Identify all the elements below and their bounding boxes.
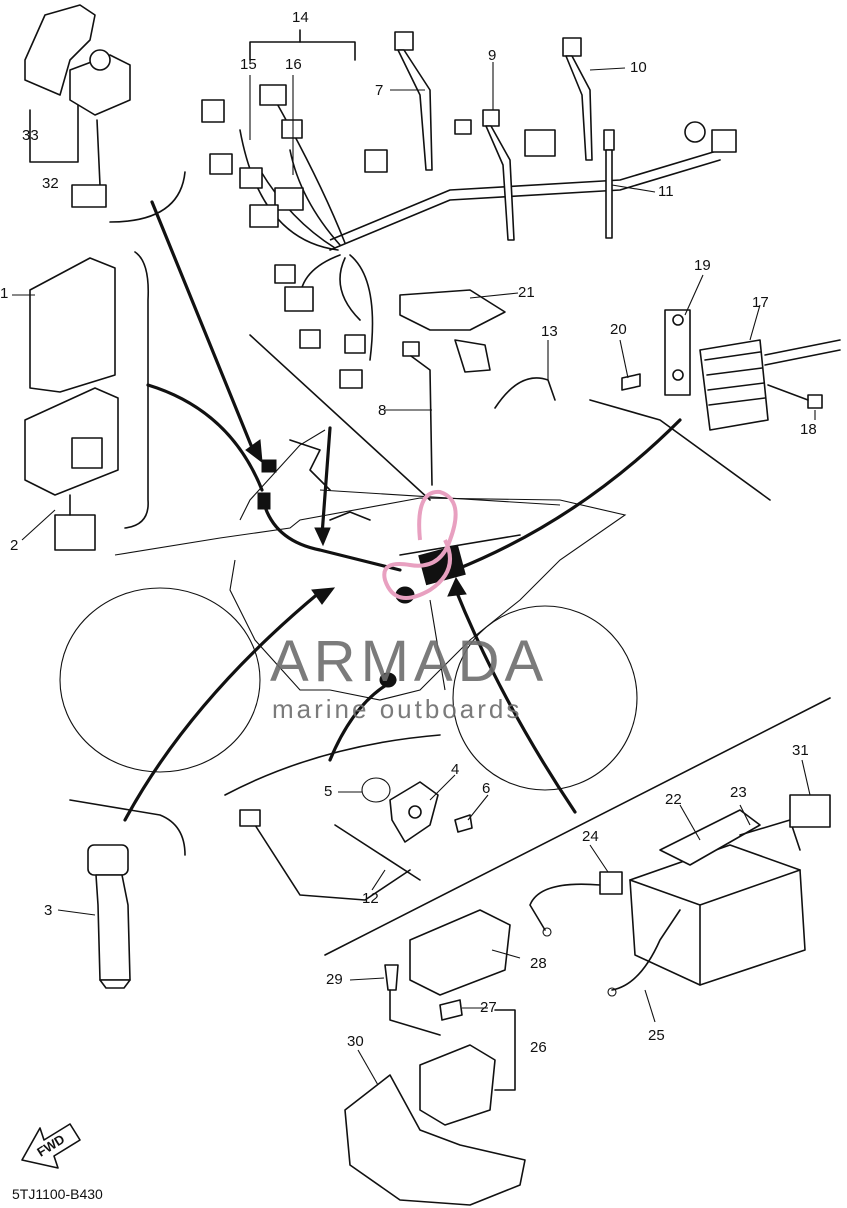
callout-8: 8 [378,402,387,419]
callout-22: 22 [665,791,682,808]
callout-10: 10 [630,59,647,76]
callout-33: 33 [22,127,39,144]
watermark-brand: ARMADA [270,629,549,694]
callout-25: 25 [648,1027,665,1044]
callout-29: 29 [326,971,343,988]
callout-6: 6 [482,780,491,797]
relay-assembly [24,4,131,208]
callout-28: 28 [530,955,547,972]
callout-30: 30 [347,1033,364,1050]
frame-harness [257,439,521,688]
callout-15: 15 [240,56,257,73]
watermark-tagline: marine outboards [272,694,523,724]
pickup-sensor [239,777,473,901]
cdi-unit [24,257,119,551]
callout-18: 18 [800,421,817,438]
callout-leaders [12,62,816,1086]
main-wire-harness [201,29,737,389]
motorcycle-outline [59,429,638,791]
pink-highlight-mark [382,489,458,600]
section-dividers [69,171,831,956]
callout-4: 4 [451,761,460,778]
callout-14: 14 [292,9,309,26]
fwd-arrow-icon [21,1123,81,1169]
callout-23: 23 [730,784,747,801]
callout-2: 2 [10,537,19,554]
battery-assembly [529,794,831,997]
ignition-coil [87,844,131,989]
cable-ties [394,31,615,241]
rectifier-regulator [621,309,841,431]
callout-32: 32 [42,175,59,192]
callout-3: 3 [44,902,53,919]
callout-7: 7 [375,82,384,99]
callout-24: 24 [582,828,599,845]
callout-26: 26 [530,1039,547,1056]
clamps-and-lead [399,289,556,486]
starter-relay-assembly [344,909,526,1206]
callout-21: 21 [518,284,535,301]
callout-16: 16 [285,56,302,73]
callout-11: 11 [658,183,674,200]
callout-17: 17 [752,294,769,311]
callout-13: 13 [541,323,558,340]
callout-19: 19 [694,257,711,274]
callout-5: 5 [324,783,333,800]
callout-31: 31 [792,742,809,759]
callout-20: 20 [610,321,627,338]
assembly-arrows [123,200,682,822]
diagram-code: 5TJ1100-B430 [12,1186,103,1202]
callout-9: 9 [488,47,497,64]
callout-1: 1 [0,285,9,302]
callout-27: 27 [480,999,497,1016]
callout-12: 12 [362,890,379,907]
